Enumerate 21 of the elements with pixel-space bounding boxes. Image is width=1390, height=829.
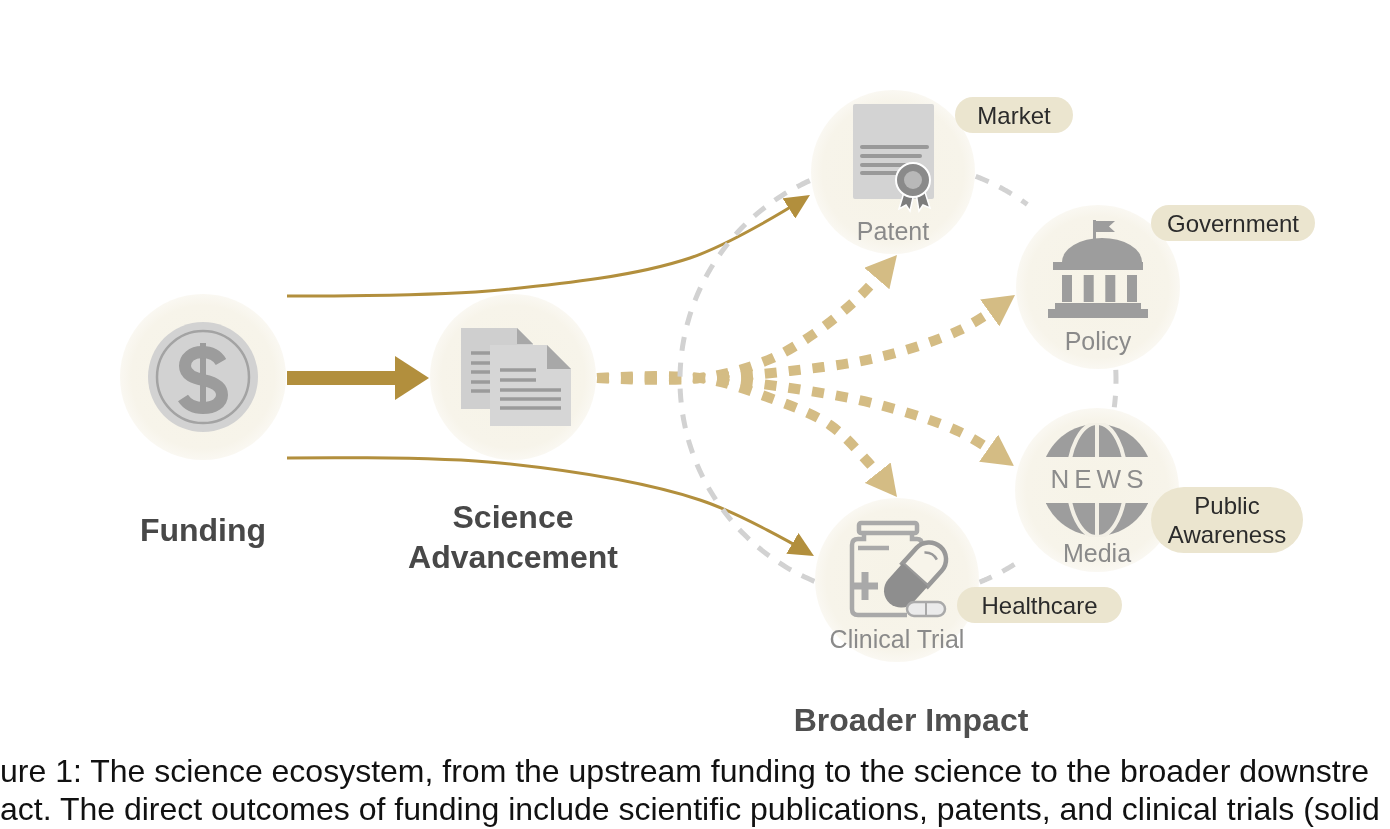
impact-tag: Healthcare [957, 587, 1122, 623]
node-label: Policy [1064, 327, 1132, 355]
group-heading: Broader Impact [793, 701, 1029, 740]
arrow [596, 371, 897, 497]
connector-line [1111, 368, 1119, 409]
node-title: Funding [139, 511, 267, 550]
connector-line [974, 174, 1029, 207]
node-label: Clinical Trial [829, 625, 965, 653]
arrow [287, 195, 810, 298]
impact-tag: Market [955, 97, 1073, 133]
connector-line [977, 562, 1017, 585]
arrow [287, 356, 429, 400]
arrow [287, 456, 814, 556]
impact-tag: Public Awareness [1151, 487, 1303, 553]
impact-tag: Government [1151, 205, 1315, 241]
connector-line [677, 178, 816, 584]
news-globe-icon: NEWS [1046, 423, 1148, 537]
node-label: Media [1062, 539, 1132, 567]
node-label: Patent [856, 217, 930, 245]
node-title: Science Advancement [407, 498, 619, 577]
figure-caption: ure 1: The science ecosystem, from the upstream funding to the science to the broader downstre act. The direct outcomes of funding include scientific publications, patents, and clinical trials (solid [0, 752, 1381, 828]
